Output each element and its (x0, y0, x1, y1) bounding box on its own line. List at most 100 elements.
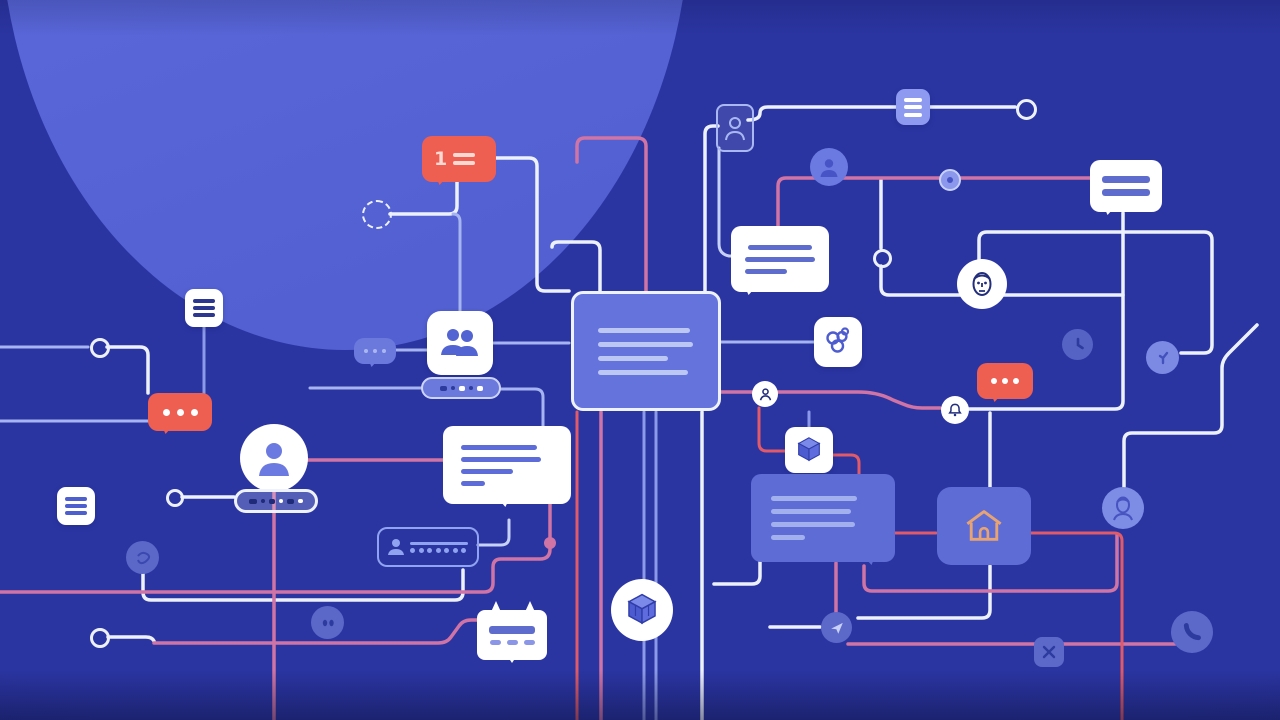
bell-icon (948, 403, 962, 417)
house-icon (966, 510, 1002, 541)
text-bar (598, 355, 668, 361)
status-pill-users (421, 377, 501, 399)
pink-dot-node (544, 537, 556, 549)
lavender-connectors (202, 325, 811, 720)
connector-path (862, 533, 1119, 593)
text-bar (489, 625, 535, 634)
bell-circle (941, 396, 969, 424)
bubble-ear (491, 601, 501, 612)
close-box (1034, 637, 1064, 667)
dot (269, 498, 275, 504)
white-connectors (105, 105, 1259, 720)
cluster-card (814, 317, 862, 367)
cluster-icon (826, 327, 850, 353)
connector-path (498, 387, 545, 428)
connector-path (967, 211, 1125, 411)
typing-bubble-small (354, 338, 396, 364)
password-dots (410, 541, 469, 553)
sketch-circle-icon (362, 200, 392, 229)
text-bar (745, 256, 815, 262)
connector-path (846, 634, 1189, 646)
avatar-icon (820, 159, 838, 177)
connector-path (482, 156, 571, 293)
blue-connectors (0, 212, 816, 428)
dot (261, 499, 265, 503)
menu-icon (904, 97, 922, 117)
connector-path (746, 105, 1017, 122)
dot (287, 498, 294, 504)
connector-path (977, 230, 1214, 355)
notification-count: 1 (434, 147, 448, 170)
text-lines (453, 153, 476, 165)
notification-bubble: 1 (422, 136, 496, 182)
connector-path (106, 635, 156, 643)
connector-path (856, 564, 992, 620)
ring-node-left (90, 338, 110, 358)
text-bar (1102, 176, 1150, 183)
person-node-circle (752, 381, 778, 407)
clock-icon (1076, 337, 1084, 349)
connector-path (550, 240, 602, 293)
connector-path (717, 146, 735, 258)
typing-bubble-left (148, 393, 212, 431)
cube-icon (627, 593, 657, 625)
ring-node-top-right (1016, 99, 1037, 120)
login-field (377, 527, 479, 567)
clock-circle-1 (1062, 329, 1093, 360)
typing-bubble-right (977, 363, 1033, 399)
node-dot (947, 177, 953, 183)
ring-node-bottom-left (90, 628, 110, 648)
text-dashes (489, 639, 535, 645)
scribble-icon (136, 551, 150, 564)
list-card-left (185, 289, 223, 327)
dot (450, 386, 455, 390)
avatar-circle-large (240, 424, 308, 492)
text-bar (771, 522, 855, 527)
close-icon (1042, 645, 1056, 659)
connector-path (1122, 323, 1259, 489)
text-bar (771, 535, 805, 540)
face-icon (1113, 496, 1133, 521)
ring-node-mid (873, 249, 892, 268)
dot (439, 385, 447, 391)
send-circle (821, 612, 852, 643)
connector-path (703, 124, 720, 293)
face-icon (972, 272, 992, 296)
connector-path (1029, 531, 1124, 720)
connector-path (451, 212, 462, 313)
scribble-circle (126, 541, 159, 574)
connector-path (879, 264, 1125, 297)
emoji-face-icon (322, 619, 334, 626)
dot (298, 499, 303, 503)
menu-card (896, 89, 930, 125)
text-bar (461, 456, 541, 462)
send-icon (830, 622, 843, 634)
status-pill-avatar (234, 489, 318, 513)
text-bar (771, 496, 857, 501)
red-connectors (575, 406, 1124, 720)
list-icon (193, 299, 215, 317)
person-icon (759, 387, 771, 400)
pink-line-node (939, 169, 961, 191)
chat-bubble-center-left (443, 426, 571, 504)
connector-path (575, 136, 648, 293)
cube-circle (611, 579, 673, 641)
connector-path (388, 180, 459, 216)
soft-connectors (476, 146, 735, 547)
chat-bubble-right (1090, 160, 1162, 212)
text-bar (461, 480, 485, 486)
users-icon (441, 329, 478, 356)
clock-icon (1158, 351, 1168, 364)
typing-dots-icon (991, 378, 1019, 384)
avatar-circle-top (810, 148, 848, 186)
text-bar (461, 468, 513, 474)
text-bar (598, 369, 688, 375)
phone-circle (1171, 611, 1213, 653)
users-card (427, 311, 493, 375)
typing-dots-icon (364, 349, 386, 353)
dot (279, 499, 283, 503)
portrait-icon (725, 117, 745, 141)
text-bar (748, 244, 812, 250)
